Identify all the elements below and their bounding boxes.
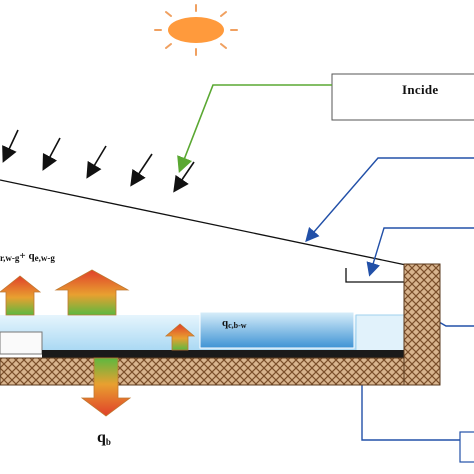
convection-panel [199,311,355,349]
q-symbol: q [97,429,106,446]
heat-flux-arrow [0,275,42,316]
left-inlet-block [0,331,43,355]
water-right-panel [355,314,405,352]
insulation-callout-line [361,385,460,441]
plus-sign: + [19,250,26,262]
heat-flux-arrow [164,323,196,351]
vapor-callout-line [366,227,474,277]
incident-radiation-label: Incide [402,82,439,97]
heat-flux-arrow [80,357,132,417]
bottom-loss-label: qb [97,429,111,447]
convection-label: qc,b-w [222,317,247,330]
q-symbol: q [28,250,35,262]
basin-liner [42,350,404,358]
trough-bracket [345,268,404,283]
incident-radiation-box [331,73,474,121]
radiation-evaporation-label: r,w-g+ qe,w-g [0,250,55,263]
q-rwg-subscript: r,w-g [0,253,20,263]
glass-cover [0,179,407,266]
solar-ray-arrows [2,129,195,193]
incident-callout-line [177,84,332,173]
heat-flux-arrow [54,269,130,316]
bottom-insulation [0,357,405,386]
q-ewg-subscript: e,w-g [34,253,55,263]
q-symbol: q [222,317,229,329]
bottom-callout-box [459,431,474,463]
side-insulation [403,263,441,386]
q-cbw-subscript: c,b-w [228,321,247,330]
glass-callout-line [305,157,474,243]
q-b-subscript: b [105,437,111,447]
sun-icon [154,4,238,56]
